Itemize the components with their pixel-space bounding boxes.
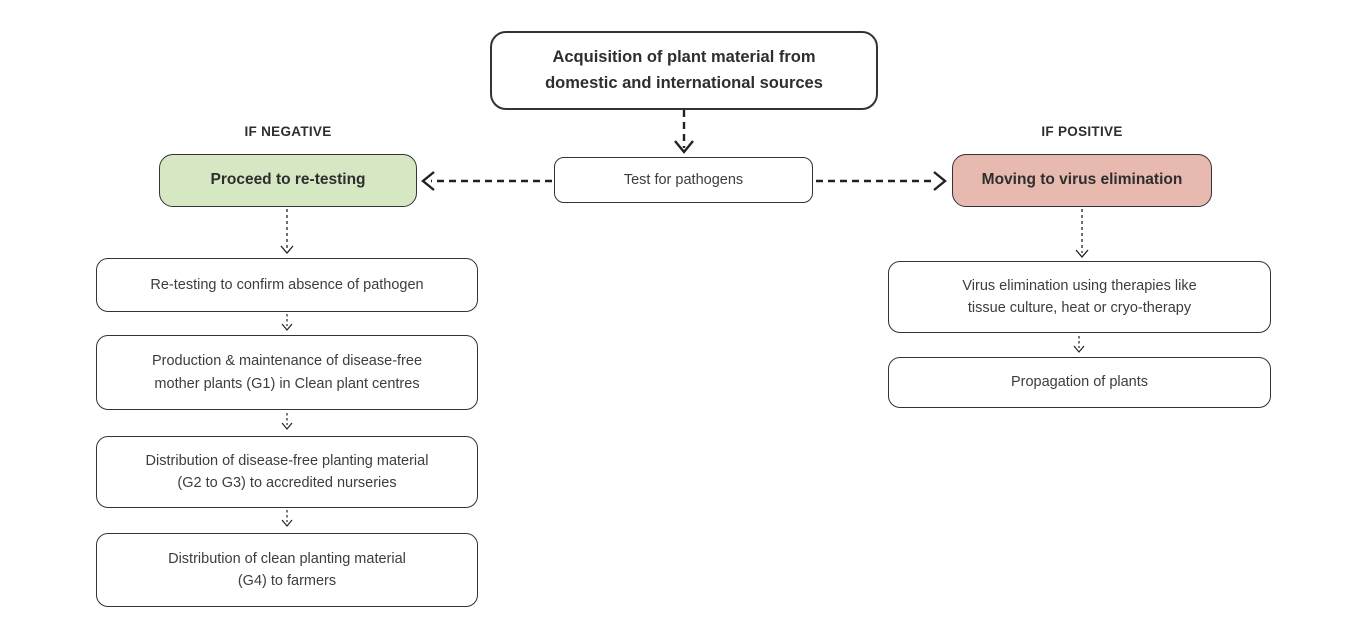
arrow-proceed-to-retesting-icon	[280, 209, 294, 254]
node-distribution-nurseries: Distribution of disease-free planting ma…	[96, 436, 478, 508]
node-test-for-pathogens: Test for pathogens	[554, 157, 813, 203]
arrow-retesting-to-production-icon	[281, 314, 293, 331]
node-proceed-to-retesting: Proceed to re-testing	[159, 154, 417, 207]
node-moving-to-virus-elimination: Moving to virus elimination	[952, 154, 1212, 207]
arrow-acquisition-to-test-icon	[674, 110, 694, 154]
node-propagation-of-plants: Propagation of plants	[888, 357, 1271, 408]
branch-label-if-positive: IF POSITIVE	[1041, 124, 1123, 139]
node-virus-elimination-therapies: Virus elimination using therapies like t…	[888, 261, 1271, 333]
arrow-nurseries-to-farmers-icon	[281, 510, 293, 527]
node-production-mother-plants: Production & maintenance of disease-free…	[96, 335, 478, 410]
arrow-moving-to-virus-elimination-icon	[1075, 209, 1089, 258]
arrow-test-to-proceed-icon	[421, 171, 552, 191]
branch-label-if-negative: IF NEGATIVE	[244, 124, 332, 139]
node-retesting-confirm: Re-testing to confirm absence of pathoge…	[96, 258, 478, 312]
node-distribution-farmers: Distribution of clean planting material …	[96, 533, 478, 607]
arrow-virus-elimination-to-propagation-icon	[1073, 336, 1085, 353]
arrow-test-to-moving-icon	[816, 171, 947, 191]
node-acquisition: Acquisition of plant material from domes…	[490, 31, 878, 110]
arrow-production-to-nurseries-icon	[281, 413, 293, 430]
